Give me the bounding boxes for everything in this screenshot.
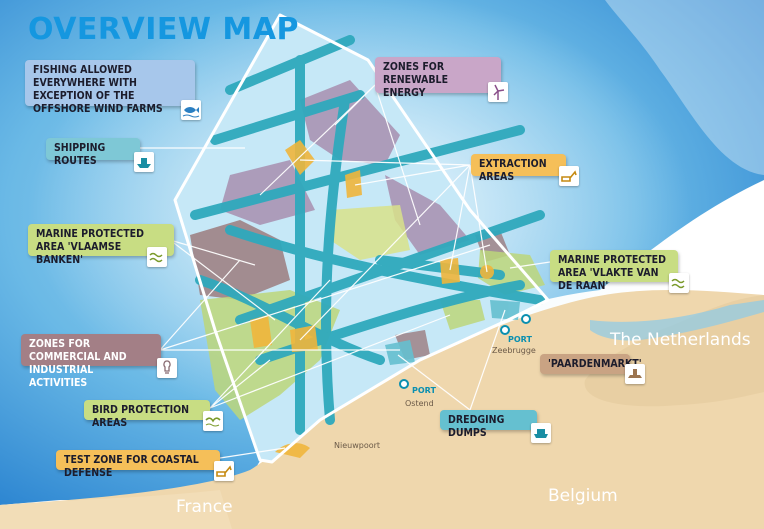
land-area bbox=[0, 290, 764, 529]
legend-vlakte-label: MARINE PROTECTED AREA 'VLAKTE VAN DE RAA… bbox=[558, 254, 666, 292]
legend-paardenmarkt-label: 'PAARDENMARKT' bbox=[548, 358, 642, 370]
legend-commercial-label: ZONES FOR COMMERCIAL AND INDUSTRIAL ACTI… bbox=[29, 338, 127, 389]
excavator-icon bbox=[214, 461, 234, 481]
legend-shipping: SHIPPING ROUTES bbox=[46, 138, 140, 167]
label-zeebrugge: Zeebrugge bbox=[492, 346, 536, 355]
legend-commercial: ZONES FOR COMMERCIAL AND INDUSTRIAL ACTI… bbox=[21, 334, 161, 389]
label-port-zeebrugge: PORT bbox=[508, 335, 532, 344]
legend-dredging-label: DREDGING DUMPS bbox=[448, 414, 505, 439]
legend-paardenmarkt: 'PAARDENMARKT' bbox=[540, 354, 642, 374]
dump-icon bbox=[531, 423, 551, 443]
scheldt-estuary bbox=[590, 300, 764, 341]
excavator-icon bbox=[559, 166, 579, 186]
legend-vlaamse-banken-label: MARINE PROTECTED AREA 'VLAAMSE BANKEN' bbox=[36, 228, 144, 266]
legend-extraction: EXTRACTION AREAS bbox=[471, 154, 566, 183]
wind-turbine-icon bbox=[488, 82, 508, 102]
port-markers bbox=[399, 314, 531, 389]
legend-renewable-label: ZONES FOR RENEWABLE ENERGY bbox=[383, 61, 449, 99]
label-port-ostend: PORT bbox=[412, 386, 436, 395]
legend-renewable: ZONES FOR RENEWABLE ENERGY bbox=[375, 57, 501, 99]
protected-vlakte-van-de-raan bbox=[478, 250, 545, 295]
label-netherlands: The Netherlands bbox=[610, 330, 751, 350]
crane-icon bbox=[625, 364, 645, 384]
legend-test-zone-label: TEST ZONE FOR COASTAL DEFENSE bbox=[64, 454, 199, 479]
legend-dredging: DREDGING DUMPS bbox=[440, 410, 537, 439]
legend-extraction-label: EXTRACTION AREAS bbox=[479, 158, 547, 183]
legend-vlakte-van-de-raan: MARINE PROTECTED AREA 'VLAKTE VAN DE RAA… bbox=[550, 250, 678, 292]
legend-fishing-label: FISHING ALLOWED EVERYWHERE WITH EXCEPTIO… bbox=[33, 64, 163, 115]
ship-icon bbox=[134, 152, 154, 172]
page-title: OVERVIEW MAP bbox=[28, 12, 299, 47]
shipping-routes bbox=[190, 35, 545, 435]
leader-lines bbox=[130, 84, 551, 459]
legend-fishing: FISHING ALLOWED EVERYWHERE WITH EXCEPTIO… bbox=[25, 60, 195, 115]
wave-icon bbox=[669, 273, 689, 293]
label-nieuwpoort: Nieuwpoort bbox=[334, 441, 381, 450]
wave-icon bbox=[147, 247, 167, 267]
legend-bird: BIRD PROTECTION AREAS bbox=[84, 400, 210, 429]
label-france: France bbox=[176, 497, 233, 517]
label-belgium: Belgium bbox=[548, 486, 618, 506]
bird-icon bbox=[203, 411, 223, 431]
legend-shipping-label: SHIPPING ROUTES bbox=[54, 142, 106, 167]
factory-icon bbox=[157, 358, 177, 378]
fish-icon bbox=[181, 100, 201, 120]
legend-test-zone: TEST ZONE FOR COASTAL DEFENSE bbox=[56, 450, 220, 479]
label-ostend: Ostend bbox=[405, 399, 434, 408]
legend-bird-label: BIRD PROTECTION AREAS bbox=[92, 404, 190, 429]
